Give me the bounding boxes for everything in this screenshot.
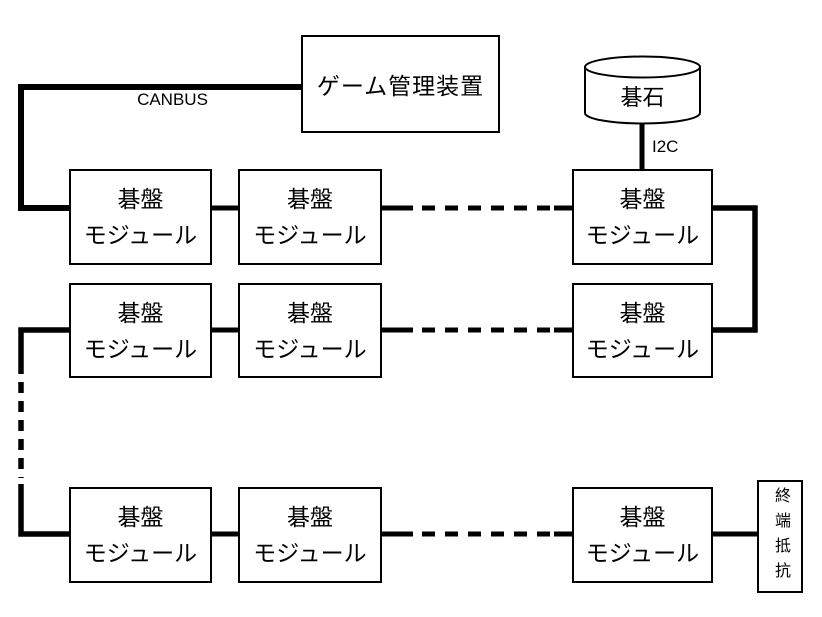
canbus-label: CANBUS: [137, 90, 208, 109]
module-box-r3c3: 碁盤 モジュール: [572, 487, 713, 583]
module-box-r1c1: 碁盤 モジュール: [69, 169, 212, 265]
module-label-line2: モジュール: [83, 540, 198, 566]
module-label-line2: モジュール: [585, 222, 700, 248]
stone-cylinder-shape: [584, 55, 701, 125]
module-box-r3c1: 碁盤 モジュール: [69, 487, 212, 583]
module-label-line1: 碁盤: [287, 186, 333, 212]
module-label-line1: 碁盤: [619, 504, 666, 530]
module-box-r1c2: 碁盤 モジュール: [238, 169, 382, 265]
module-label-line1: 碁盤: [287, 299, 333, 326]
i2c-label: I2C: [652, 137, 679, 156]
stone-db-label: 碁石: [620, 85, 665, 110]
module-label-line2: モジュール: [83, 335, 198, 362]
row2-row3-connector-top-line: [18, 327, 69, 374]
module-label-line1: 碁盤: [619, 186, 666, 212]
module-label-line2: モジュール: [253, 540, 367, 566]
module-label-line2: モジュール: [253, 222, 367, 248]
terminating-resistor-box: 終端抵抗: [757, 480, 803, 593]
module-box-r2c3: 碁盤 モジュール: [572, 283, 713, 378]
game-controller-label: ゲーム管理装置: [316, 73, 485, 99]
module-box-r2c2: 碁盤 モジュール: [238, 283, 382, 378]
canbus-trunk-line: [18, 84, 301, 211]
module-label-line1: 碁盤: [287, 504, 333, 530]
module-label-line2: モジュール: [253, 335, 367, 362]
terminating-resistor-label: 終端抵抗: [772, 486, 789, 587]
row2-row3-connector-bottom-line: [18, 484, 69, 537]
module-label-line2: モジュール: [585, 335, 700, 362]
module-box-r2c1: 碁盤 モジュール: [69, 283, 212, 378]
module-label-line1: 碁盤: [117, 186, 164, 212]
module-label-line2: モジュール: [585, 540, 700, 566]
module-label-line1: 碁盤: [117, 299, 164, 326]
game-controller-box: ゲーム管理装置: [301, 35, 500, 133]
module-box-r1c3: 碁盤 モジュール: [572, 169, 713, 265]
module-label-line1: 碁盤: [117, 504, 164, 530]
module-label-line2: モジュール: [83, 222, 198, 248]
module-box-r3c2: 碁盤 モジュール: [238, 487, 382, 583]
module-label-line1: 碁盤: [619, 299, 666, 326]
row1-row2-connector-line: [713, 205, 758, 333]
